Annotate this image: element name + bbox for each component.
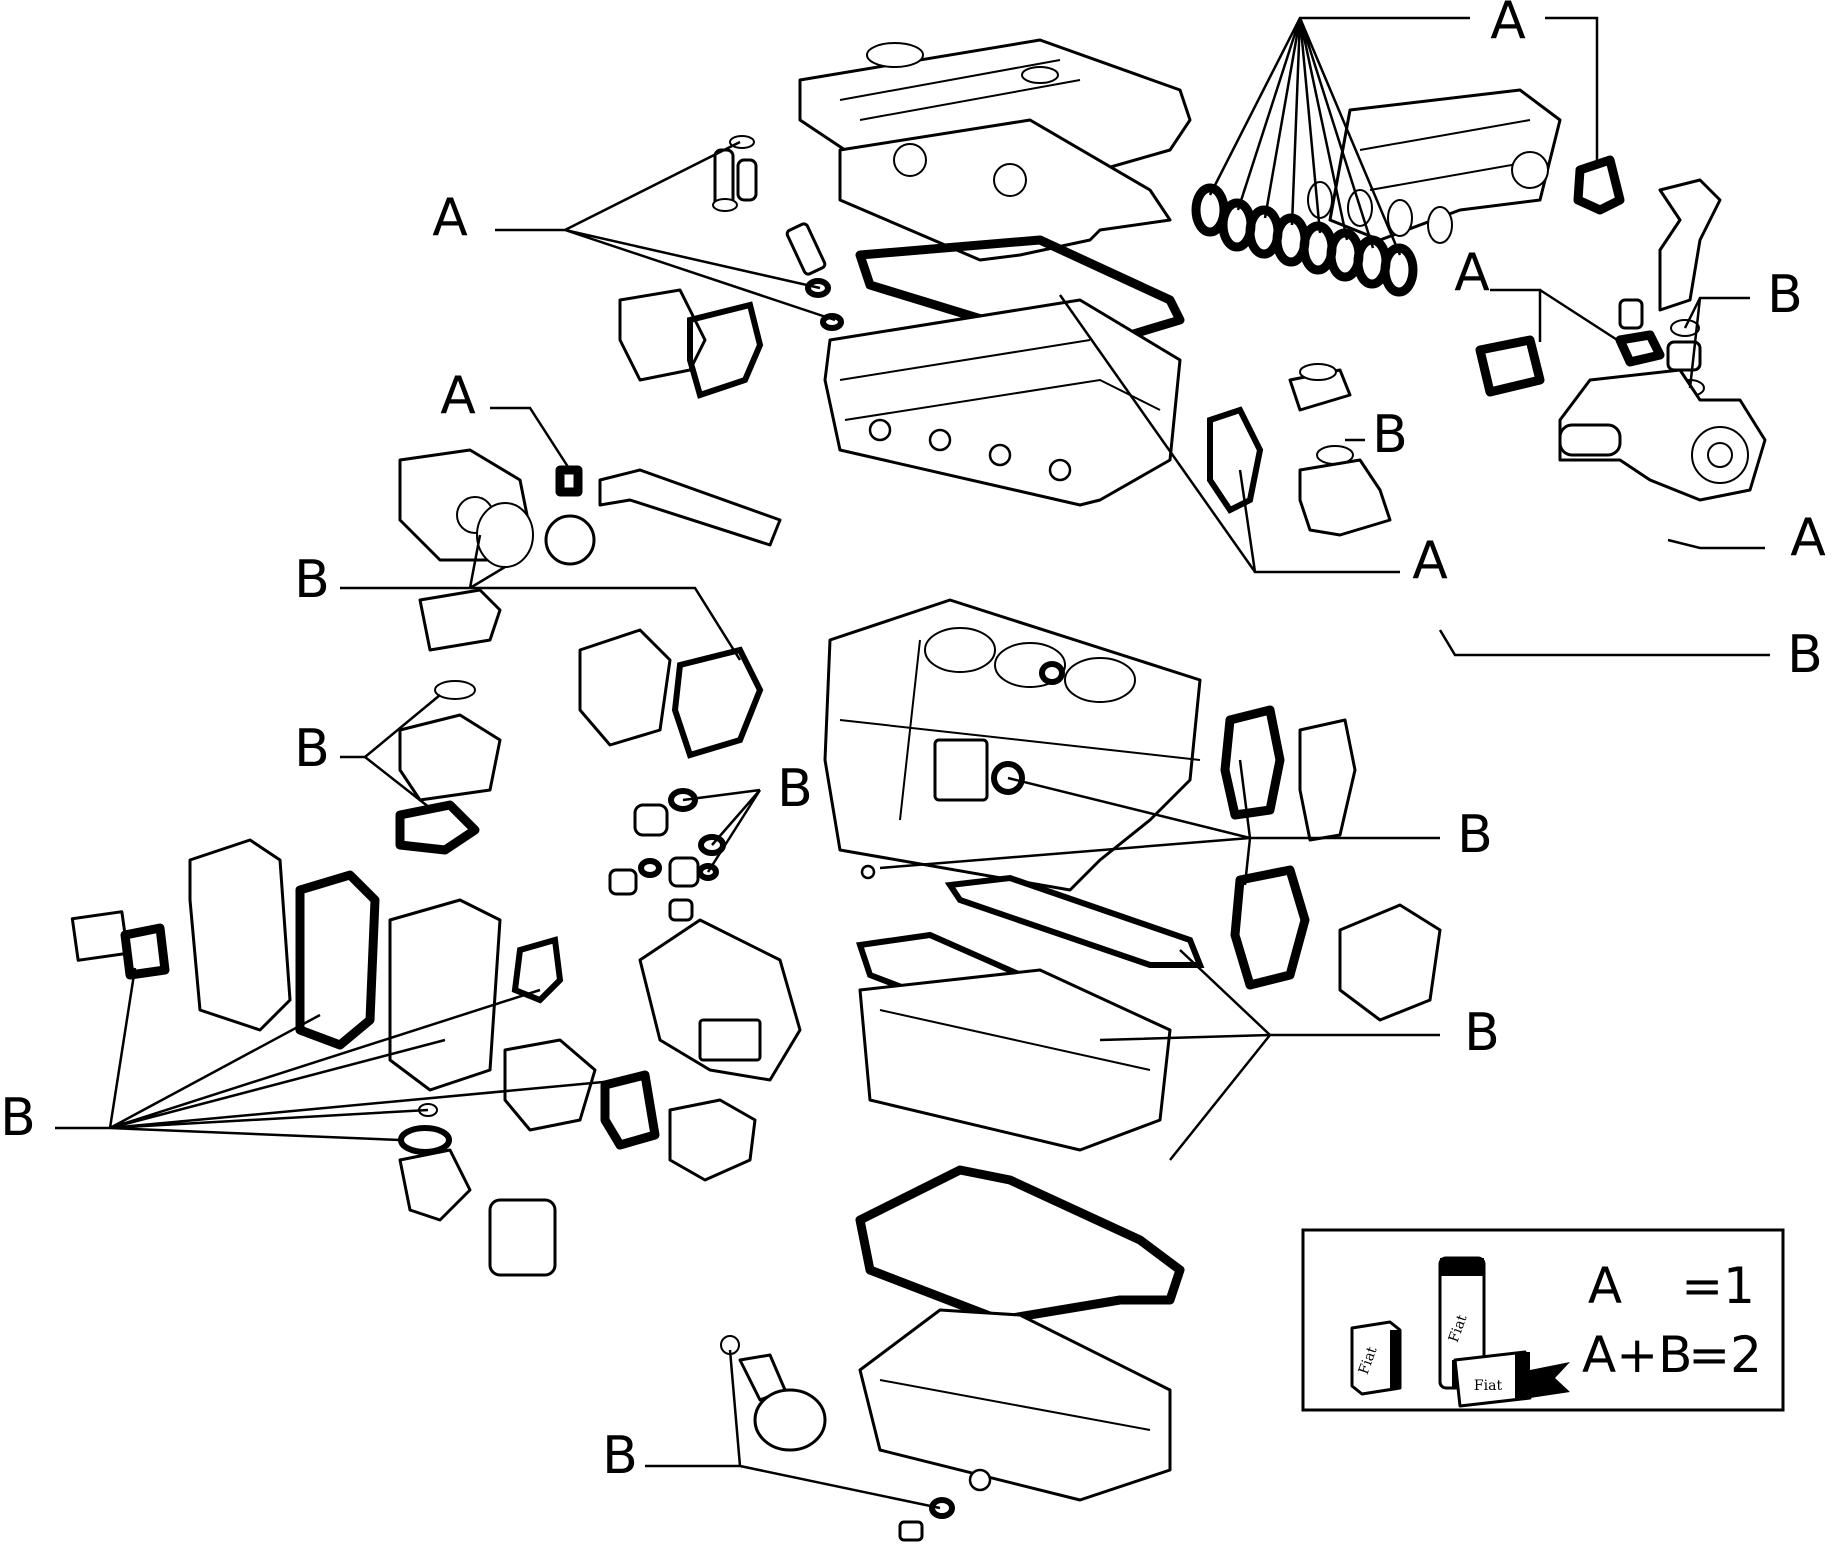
side-cover-gasket-2 — [1230, 865, 1310, 990]
injection-pump — [638, 918, 802, 1082]
legend-row1-value: =1 — [1681, 1257, 1755, 1315]
thermostat-housing — [1288, 363, 1352, 412]
pump-gear — [544, 514, 596, 566]
drain-plug — [898, 1497, 955, 1542]
label-b-10: B — [602, 1426, 638, 1486]
filter-housing — [398, 713, 502, 802]
filter-head-o-ring — [434, 680, 476, 700]
pump-o-ring — [476, 502, 534, 568]
oil-pan-gasket — [855, 1165, 1185, 1325]
end-cover-gasket — [687, 301, 764, 399]
bearing-carrier-gasket — [944, 874, 1205, 968]
oil-pump-gasket — [671, 646, 764, 759]
access-plate — [70, 910, 130, 962]
water-pump-body — [503, 1038, 597, 1132]
access-plate-gasket — [120, 923, 170, 980]
label-b-6: B — [777, 759, 813, 819]
oil-filter-adapter — [398, 1148, 472, 1222]
bracket-gasket-small — [511, 936, 564, 1004]
label-b-8: B — [1464, 1003, 1500, 1063]
vacuum-pump — [668, 1098, 757, 1182]
callout-labels: A A A B A B A A B B B B B B B B — [0, 0, 1826, 1486]
fuel-filter-head — [418, 588, 502, 652]
rear-seal-housing — [1338, 903, 1442, 1022]
side-cover-plate — [1298, 718, 1357, 842]
manifold-gaskets — [1191, 181, 1453, 297]
label-a-6: A — [1790, 508, 1826, 568]
oil-filler-cap — [720, 1335, 827, 1452]
oil-filter — [488, 1198, 557, 1277]
label-b-3: B — [294, 550, 330, 610]
pump-mounting-bracket — [388, 898, 502, 1092]
oil-filter-o-ring — [398, 1125, 452, 1155]
turbocharger — [1558, 368, 1767, 502]
label-b-1: B — [1767, 265, 1803, 325]
side-cover-gasket-1 — [1220, 705, 1285, 820]
label-b-2: B — [1372, 405, 1408, 465]
engine-block — [823, 598, 1202, 892]
legend-row2-key: A+B — [1582, 1326, 1692, 1384]
cylinder-head — [823, 298, 1182, 507]
brand-text-box-right: Fiat — [1474, 1378, 1503, 1394]
front-timing-gasket — [295, 870, 380, 1050]
filter-housing-gasket — [395, 800, 480, 855]
injector — [785, 222, 844, 331]
oil-pump-body — [578, 628, 672, 747]
timing-cover-gasket — [1207, 406, 1264, 514]
label-a-2: A — [1490, 0, 1526, 51]
label-a-1: A — [432, 188, 468, 248]
elbow-pipe — [1658, 178, 1722, 312]
legend-row2-value: =2 — [1688, 1326, 1762, 1384]
label-a-3: A — [1454, 243, 1490, 303]
fiat-products-icon: Fiat Fiat Fiat — [1350, 1256, 1570, 1408]
label-b-5: B — [294, 719, 330, 779]
lower-crankcase — [856, 931, 1172, 1152]
pump-flange-gasket — [555, 465, 583, 497]
water-outlet-housing — [1298, 458, 1392, 537]
legend-row1-key: A — [1588, 1257, 1622, 1315]
valve-guides — [712, 135, 758, 212]
oil-pan — [858, 1308, 1172, 1502]
exhaust-manifold — [1328, 88, 1562, 242]
cam-carrier — [838, 118, 1172, 262]
front-timing-cover — [188, 838, 292, 1032]
label-a-4: A — [440, 366, 476, 426]
legend: Fiat Fiat Fiat A =1 A+B =2 — [1301, 1228, 1785, 1412]
flange-gasket — [1573, 155, 1625, 215]
label-b-4: B — [1787, 625, 1823, 685]
bushings-and-seals — [608, 788, 726, 922]
cam-cover-gasket — [855, 235, 1185, 345]
label-a-5: A — [1412, 531, 1448, 591]
pump-shaft-tube — [598, 468, 782, 547]
turbo-flange-gasket — [1475, 335, 1545, 397]
leader-lines — [55, 16, 1770, 1510]
water-pump-gasket — [600, 1070, 660, 1150]
label-b-9: B — [0, 1088, 36, 1148]
oil-feed-fitting — [1615, 298, 1665, 367]
label-b-7: B — [1457, 805, 1493, 865]
